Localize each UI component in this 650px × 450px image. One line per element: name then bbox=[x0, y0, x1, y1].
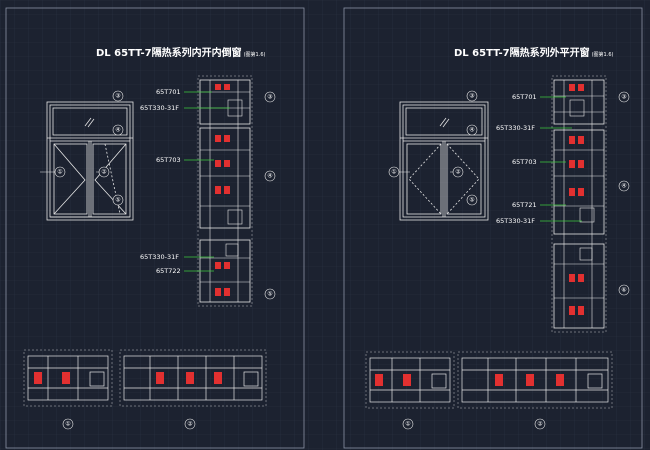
sheet-title: DL 65TT-7隔热系列外平开窗(图第1.6) bbox=[454, 46, 613, 59]
svg-text:①: ① bbox=[65, 421, 70, 428]
label-65T330-31F: 65T330-31F bbox=[496, 124, 535, 132]
svg-text:②: ② bbox=[101, 169, 107, 176]
label-65T330-31F: 65T330-31F bbox=[140, 104, 179, 112]
svg-text:③: ③ bbox=[267, 94, 272, 101]
svg-text:⑥: ⑥ bbox=[621, 287, 626, 294]
label-65T703: 65T703 bbox=[512, 158, 537, 166]
bottom-callouts: ① ② bbox=[62, 418, 196, 430]
window-elevation bbox=[399, 101, 489, 221]
section-labels: 65T701 65T330-31F 65T703 65T721 65T330-3… bbox=[496, 93, 537, 225]
label-65T330-31F: 65T330-31F bbox=[140, 253, 179, 261]
bottom-callouts: ① ② bbox=[402, 418, 546, 430]
svg-text:③: ③ bbox=[115, 93, 120, 100]
label-65T703: 65T703 bbox=[156, 156, 181, 164]
section-leaders bbox=[184, 91, 230, 272]
window-elevation bbox=[46, 101, 134, 221]
svg-text:④: ④ bbox=[267, 173, 272, 180]
sheet-border bbox=[343, 7, 643, 449]
label-65T701: 65T701 bbox=[156, 88, 181, 96]
label-65T330-31F: 65T330-31F bbox=[496, 217, 535, 225]
section-callouts: ③ ④ ⑤ bbox=[264, 91, 276, 300]
svg-text:④: ④ bbox=[115, 127, 120, 134]
elevation-callouts: ③ ④ ① ② ⑤ bbox=[388, 90, 478, 206]
svg-text:④: ④ bbox=[621, 183, 626, 190]
svg-text:①: ① bbox=[391, 169, 396, 176]
svg-text:④: ④ bbox=[469, 127, 474, 134]
svg-text:①: ① bbox=[405, 421, 410, 428]
section-callouts: ③ ④ ⑥ bbox=[618, 91, 630, 296]
svg-text:③: ③ bbox=[469, 93, 474, 100]
label-65T701: 65T701 bbox=[512, 93, 537, 101]
vertical-profile-sections bbox=[551, 75, 607, 333]
label-65T722: 65T722 bbox=[156, 267, 181, 275]
section-labels: 65T701 65T330-31F 65T703 65T330-31F 65T7… bbox=[140, 88, 181, 275]
horizontal-profile-sections bbox=[23, 349, 267, 407]
horizontal-profile-sections bbox=[365, 351, 613, 409]
right-drawing-sheet: DL 65TT-7隔热系列外平开窗(图第1.6) ③ ④ ① ② ⑤ bbox=[343, 7, 643, 449]
svg-text:⑤: ⑤ bbox=[267, 291, 272, 298]
label-65T721: 65T721 bbox=[512, 201, 537, 209]
svg-text:⑤: ⑤ bbox=[469, 197, 474, 204]
left-drawing-sheet: DL 65TT-7隔热系列内开内倒窗(图第1.6) ③ ④ ① ② ⑤ bbox=[5, 7, 305, 449]
sheet-border bbox=[5, 7, 305, 449]
section-leaders bbox=[540, 96, 582, 222]
svg-text:②: ② bbox=[455, 169, 461, 176]
svg-text:①: ① bbox=[57, 169, 62, 176]
elevation-callouts: ③ ④ ① ② ⑤ bbox=[54, 90, 124, 206]
sheet-title: DL 65TT-7隔热系列内开内倒窗(图第1.6) bbox=[96, 46, 265, 59]
svg-text:②: ② bbox=[187, 421, 193, 428]
svg-text:②: ② bbox=[537, 421, 543, 428]
svg-text:⑤: ⑤ bbox=[115, 197, 120, 204]
svg-text:③: ③ bbox=[621, 94, 626, 101]
